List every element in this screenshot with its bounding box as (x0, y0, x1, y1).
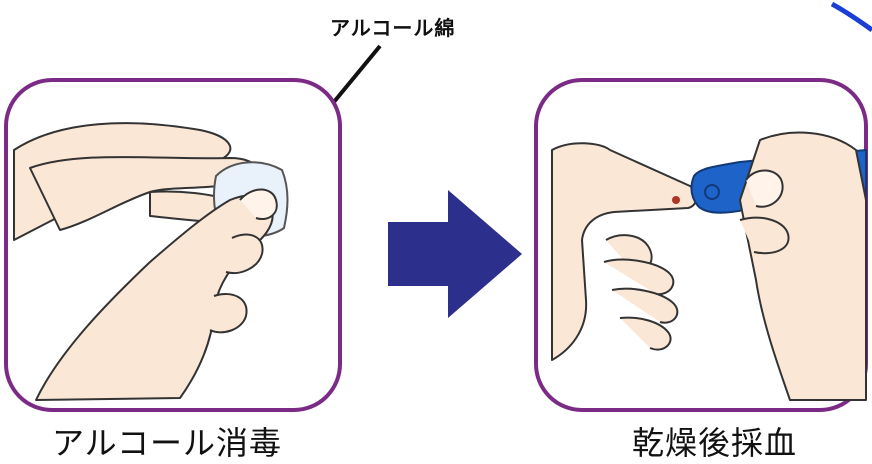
step2-caption: 乾燥後採血 (632, 424, 798, 462)
blood-drop (672, 196, 680, 204)
corner-accent-stroke (830, 1, 872, 33)
hand-lancet-illustration (551, 131, 867, 401)
step1-caption: アルコール消毒 (52, 424, 283, 462)
hand-swab-illustration (13, 122, 289, 401)
callout-label-alcohol-cotton: アルコール綿 (330, 16, 456, 40)
right-arrow (388, 190, 522, 318)
